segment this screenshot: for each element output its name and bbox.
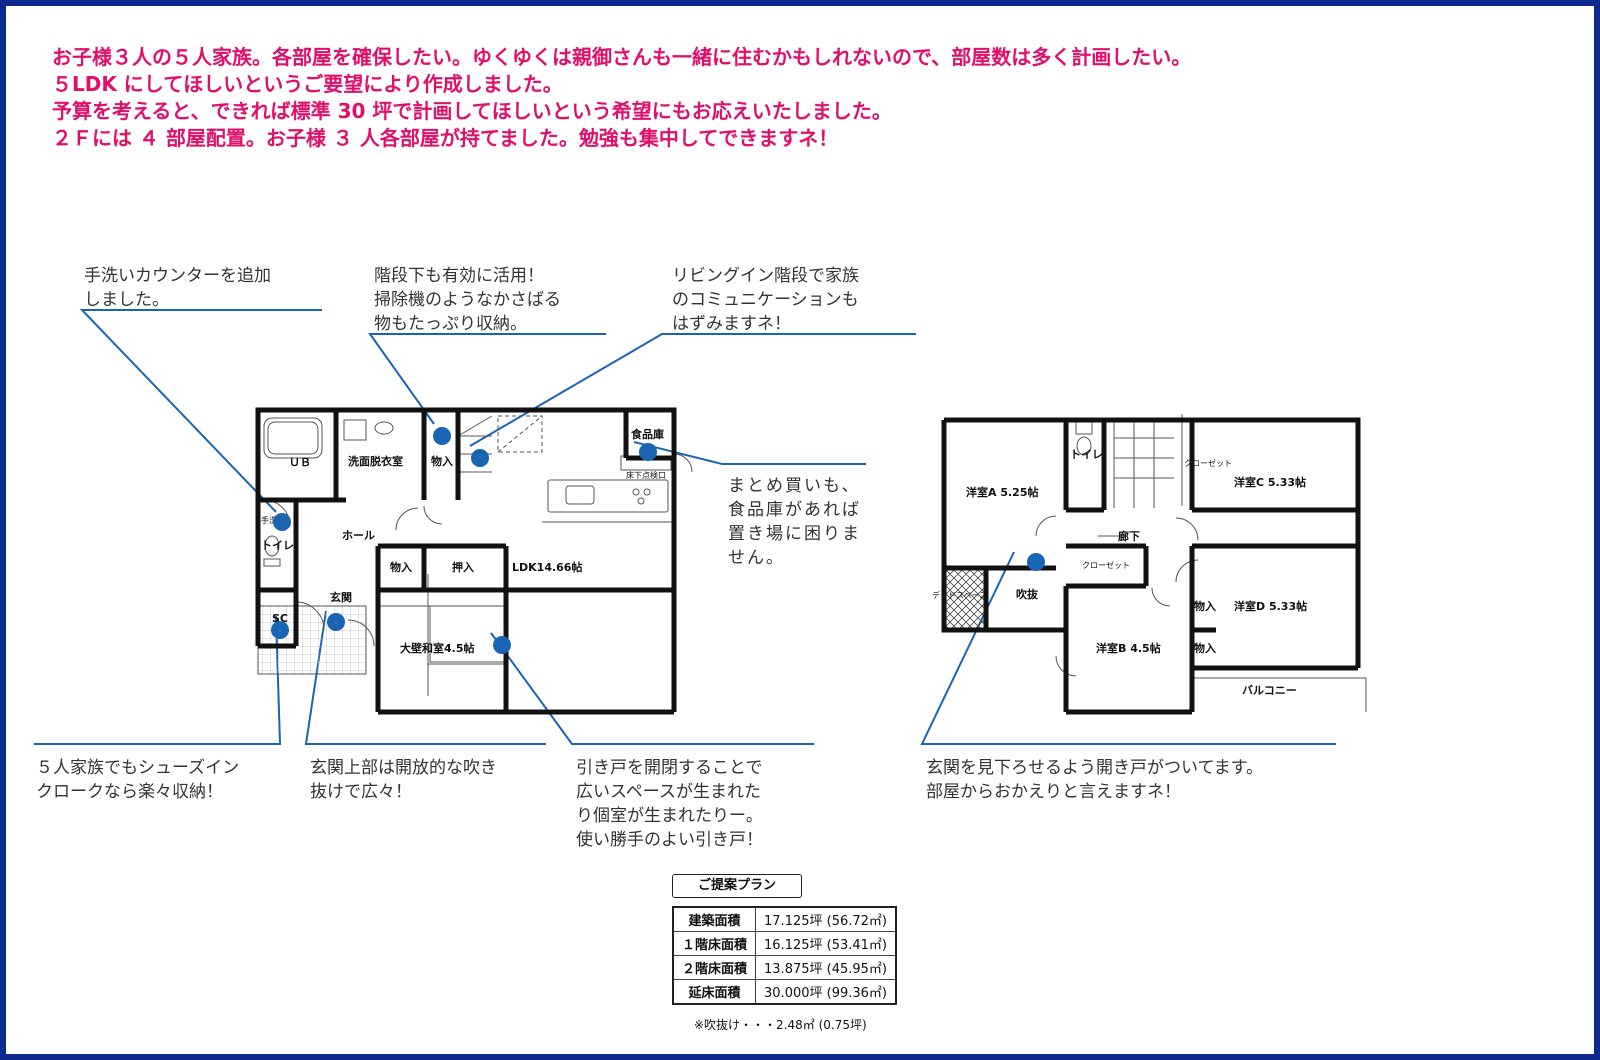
callout-line: 階段下も有効に活用！: [374, 266, 544, 286]
room-label-b: 洋室B 4.5帖: [1096, 641, 1161, 655]
callout-stairs-storage: 階段下も有効に活用！ 掃除機のようなかさばる 物もたっぷり収納。: [374, 264, 561, 336]
table-row: 延床面積 30.000坪 (99.36㎡): [672, 979, 897, 1005]
callout-line: 部屋からおかえりと言えますネ！: [926, 782, 1181, 802]
leader-stairs-storage: [368, 333, 606, 425]
room-label-pantry: 食品庫: [631, 427, 664, 441]
callout-line: 引き戸を開閉することで: [576, 758, 763, 778]
area-value: 17.125坪 (56.72㎡): [755, 906, 897, 932]
table-row: 建築面積 17.125坪 (56.72㎡): [672, 906, 897, 932]
marker-second-floor-door: [1027, 553, 1045, 571]
callout-living-stairs: リビングイン階段で家族 のコミュニケーションも はずみますネ！: [672, 264, 859, 336]
room-label-storage-mid: 物入: [390, 560, 412, 574]
callout-line: 掃除機のようなかさばる: [374, 290, 561, 310]
table-row: １階床面積 16.125坪 (53.41㎡): [672, 931, 897, 956]
second-floor-walls: [941, 417, 1361, 715]
area-label: 延床面積: [672, 979, 757, 1005]
area-label: 建築面積: [672, 906, 757, 932]
room-label-closet-mid: クローゼット: [1082, 560, 1130, 570]
marker-hand-wash: [273, 513, 291, 531]
area-value: 16.125坪 (53.41㎡): [755, 931, 897, 956]
room-label-storage-2: 物入: [1194, 641, 1216, 655]
callout-line: 抜けで広々！: [310, 782, 412, 802]
callout-line: ５人家族でもシューズイン: [36, 758, 240, 778]
callout-line: 手洗いカウンターを追加: [84, 266, 271, 286]
callout-line: 広いスペースが生まれた: [576, 782, 761, 802]
room-label-washitsu: 大壁和室4.5帖: [400, 641, 475, 655]
intro-line-1: お子様３人の５人家族。各部屋を確保したい。ゆくゆくは親御さんも一緒に住むかもしれ…: [52, 45, 1192, 69]
callout-shoes-in: ５人家族でもシューズイン クロークなら楽々収納！: [36, 756, 239, 804]
room-label-wash: 洗面脱衣室: [348, 454, 403, 468]
intro-line-3: 予算を考えると、できれば標準 30 坪で計画してほしいという希望にもお応えいたし…: [52, 99, 892, 123]
table-row: ２階床面積 13.875坪 (45.95㎡): [672, 955, 897, 980]
room-label-hall: ホール: [342, 529, 375, 542]
first-floor-plan: ＵＢ 洗面脱衣室 物入 食品庫 床下点検口 手洗い トイレ ホール 物入 押入 …: [255, 407, 693, 715]
second-floor-plan: 洋室A 5.25帖 トイレ クローゼット 洋室C 5.33帖 廊下 クローゼット…: [932, 414, 1367, 715]
room-label-hallway: 廊下: [1118, 529, 1140, 543]
callout-second-floor-door: 玄関を見下ろせるよう開き戸がついてます。 部屋からおかえりと言えますネ！: [926, 756, 1263, 804]
callout-line: クロークなら楽々収納！: [36, 782, 223, 802]
room-label-c: 洋室C 5.33帖: [1234, 475, 1306, 489]
room-label-a: 洋室A 5.25帖: [966, 485, 1038, 499]
leader-shoes-in: [34, 615, 282, 745]
marker-living-stairs: [471, 449, 489, 467]
callout-line: リビングイン階段で家族: [672, 266, 859, 286]
room-label-ldk: LDK14.66帖: [512, 560, 582, 574]
room-label-void: 吹抜: [1016, 587, 1039, 601]
room-label-storage-1: 物入: [1194, 599, 1216, 613]
leader-sliding-door: [490, 632, 814, 745]
area-value: 13.875坪 (45.95㎡): [755, 955, 897, 980]
intro-line-4: ２Ｆには ４ 部屋配置。お子様 ３ 人各部屋が持てました。勉強も集中してできます…: [52, 126, 839, 150]
room-label-entrance: 玄関: [330, 590, 352, 604]
callout-line: のコミュニケーションも: [672, 290, 859, 310]
area-label: １階床面積: [672, 931, 757, 956]
room-label-under-floor: 床下点検口: [626, 470, 666, 480]
intro-line-2: ５LDK にしてほしいというご要望により作成しました。: [52, 72, 563, 96]
area-value: 30.000坪 (99.36㎡): [755, 979, 897, 1005]
leader-hand-wash: [79, 309, 322, 513]
room-label-oshiire: 押入: [452, 560, 474, 574]
room-label-handwash: 手洗い: [261, 515, 285, 525]
callout-line: まとめ買いも、: [728, 476, 861, 496]
room-label-closet-top: クローゼット: [1184, 458, 1232, 468]
room-label-ub: ＵＢ: [289, 456, 311, 469]
room-label-storage-top: 物入: [431, 454, 453, 468]
room-label-sc: SC: [272, 612, 288, 625]
callout-line: 使い勝手のよい引き戸！: [576, 830, 763, 850]
first-floor-fixtures: [257, 415, 693, 696]
callout-entrance-void: 玄関上部は開放的な吹き 抜けで広々！: [310, 756, 497, 804]
floor-plan-diagram: ＵＢ 洗面脱衣室 物入 食品庫 床下点検口 手洗い トイレ ホール 物入 押入 …: [34, 309, 1367, 745]
callout-line: 食品庫があれば: [728, 500, 861, 520]
callout-line: 物もたっぷり収納。: [374, 314, 527, 334]
room-label-dead-space: デッドスペース: [932, 590, 987, 600]
marker-pantry: [639, 443, 657, 461]
callout-line: り個室が生まれたりー。: [576, 806, 763, 826]
room-label-balcony: バルコニー: [1242, 684, 1297, 697]
leader-living-stairs: [469, 333, 916, 447]
plan-title: ご提案プラン: [672, 874, 802, 898]
room-label-d: 洋室D 5.33帖: [1234, 599, 1307, 613]
room-label-toilet-2f: トイレ: [1070, 448, 1103, 461]
callout-pantry: まとめ買いも、 食品庫があれば 置き場に困りま せん。: [728, 474, 861, 570]
leader-lines: [34, 309, 1336, 745]
area-label: ２階床面積: [672, 955, 757, 980]
callout-line: 置き場に困りま: [728, 524, 861, 544]
marker-shoes-in: [271, 621, 289, 639]
callout-line: しました。: [84, 290, 169, 310]
void-note: ※吹抜け・・・2.48㎡ (0.75坪): [694, 1018, 867, 1032]
callout-sliding-door: 引き戸を開閉することで 広いスペースが生まれた り個室が生まれたりー。 使い勝手…: [576, 756, 763, 852]
callout-hand-wash: 手洗いカウンターを追加 しました。: [84, 264, 271, 312]
first-floor-walls: [255, 407, 677, 715]
callout-line: 玄関上部は開放的な吹き: [310, 758, 497, 778]
room-label-toilet: トイレ: [261, 539, 294, 552]
marker-entrance-void: [327, 613, 345, 631]
callout-line: はずみますネ！: [672, 314, 791, 334]
marker-stairs-storage: [433, 427, 451, 445]
leader-pantry: [633, 441, 866, 465]
marker-sliding-door: [493, 636, 511, 654]
callout-line: せん。: [728, 548, 785, 568]
area-table: 建築面積 17.125坪 (56.72㎡) １階床面積 16.125坪 (53.…: [672, 906, 897, 1005]
callout-markers: [271, 427, 1045, 654]
callout-line: 玄関を見下ろせるよう開き戸がついてます。: [926, 758, 1263, 778]
